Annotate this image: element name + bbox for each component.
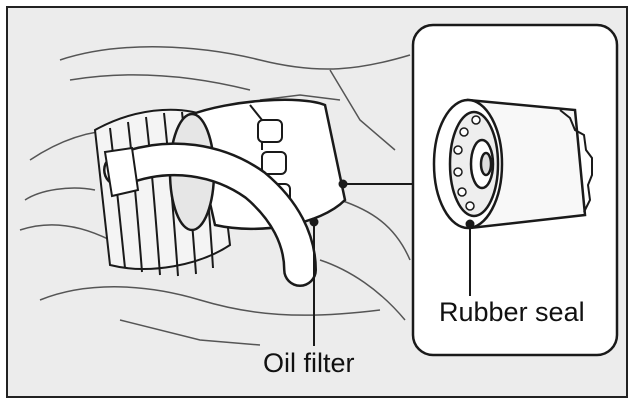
oil-filter-leader-dot [311, 219, 318, 226]
rubber-seal-leader-dot [467, 221, 474, 228]
rubber-seal-label: Rubber seal [439, 297, 585, 328]
filter-leader-dot [340, 181, 347, 188]
inset-filter [434, 100, 592, 228]
oil-filter-label: Oil filter [263, 348, 355, 379]
